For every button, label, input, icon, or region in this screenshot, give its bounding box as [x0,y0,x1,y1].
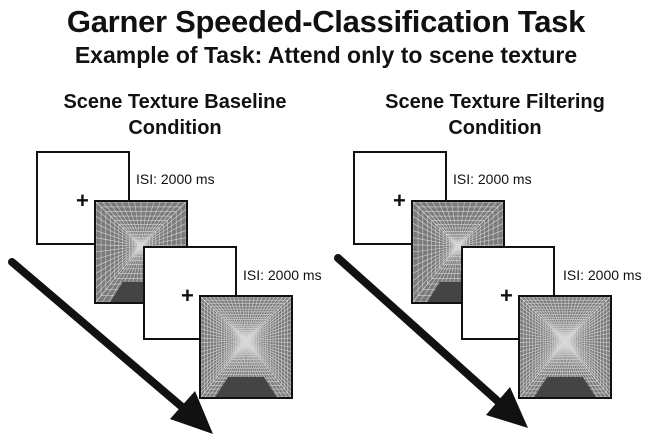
condition-title-filtering: Scene Texture Filtering Condition [360,89,630,141]
scene-stimulus-2 [199,295,293,399]
diagram-title: Garner Speeded-Classification Task [66,4,586,39]
condition-title-line2: Condition [448,117,542,139]
fixation-cross-3: + [393,188,406,213]
scene-texture-image [201,297,291,397]
condition-title-line1: Scene Texture Filtering [385,91,605,113]
condition-title-baseline: Scene Texture Baseline Condition [40,89,310,141]
diagram-subtitle: Example of Task: Attend only to scene te… [74,42,578,68]
condition-title-line2: Condition [128,117,222,139]
scene-texture-image [520,297,610,397]
fixation-cross-1: + [76,188,89,213]
fixation-cross-4: + [500,283,513,308]
isi-label-4: ISI: 2000 ms [563,267,642,283]
fixation-cross-2: + [181,283,194,308]
isi-label-1: ISI: 2000 ms [136,171,215,187]
isi-label-3: ISI: 2000 ms [453,171,532,187]
condition-title-line1: Scene Texture Baseline [63,91,287,113]
scene-stimulus-4 [518,295,612,399]
isi-label-2: ISI: 2000 ms [243,267,322,283]
